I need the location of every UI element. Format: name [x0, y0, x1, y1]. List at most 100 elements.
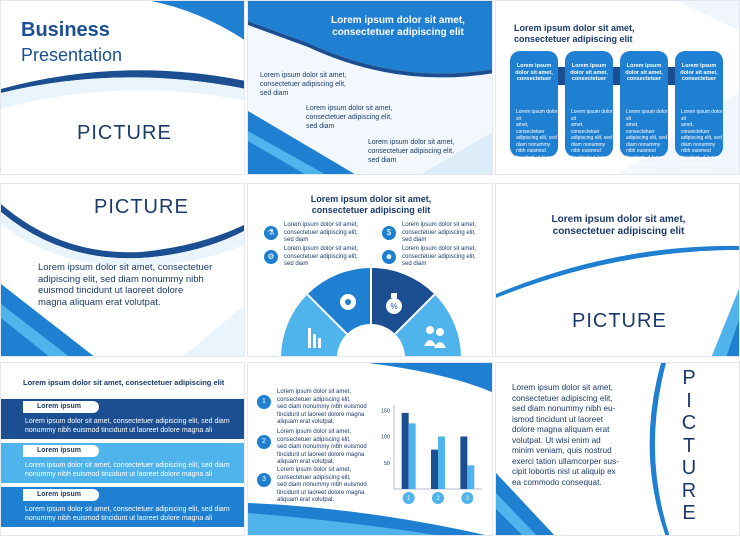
- number-badge-3: 3: [257, 473, 271, 487]
- bar: [408, 423, 416, 489]
- slide-1[interactable]: Business Presentation PICTURE: [0, 0, 245, 175]
- text-line: diam nonummy: [516, 141, 551, 148]
- text-line: Lorem ipsum dolor sit: [626, 109, 668, 122]
- band-text: Lorem ipsum dolor sit amet, consectetuer…: [25, 461, 241, 479]
- text-line: adipiscing elit, sed diam nonummy nibh: [38, 273, 204, 285]
- text-line: aliquam erat: [516, 167, 544, 174]
- text-line: nonummy nibh euismod tincidunt ut laoree…: [25, 427, 213, 434]
- text-line: dolor sit amet,: [680, 69, 718, 76]
- slide-1-picture-placeholder: PICTURE: [77, 122, 172, 144]
- text-line: nibh euismod: [681, 148, 711, 154]
- text-line: amet, consectetuer: [516, 122, 545, 135]
- y-tick-label: 100: [381, 435, 390, 441]
- slide-3-connector-band: [510, 67, 722, 85]
- text-line: Lorem ipsum dolor sit amet,: [277, 389, 352, 395]
- text-line: sed diam: [284, 237, 309, 243]
- text-line: consectetuer adipiscing elit,: [284, 253, 358, 260]
- chart-icon: [308, 328, 321, 348]
- text-line: diam nonummy: [571, 141, 606, 148]
- text-line: volutpat. Ut wisi enim ad: [512, 435, 601, 445]
- y-tick-label: 150: [381, 408, 390, 414]
- text-line: Lorem ipsum dolor sit amet,: [368, 139, 455, 146]
- text-line: sed diam: [260, 90, 289, 97]
- number-badge-1: 1: [257, 395, 271, 409]
- slide-9[interactable]: Lorem ipsum dolor sit amet, consectetuer…: [495, 362, 740, 536]
- band-text: Lorem ipsum dolor sit amet, consectetuer…: [25, 505, 241, 523]
- text-line: tincidunt ut laoreet dolore magna: [277, 489, 365, 496]
- bar: [467, 465, 475, 489]
- bar: [431, 449, 438, 489]
- slide-8[interactable]: 1 Lorem ipsum dolor sit amet,consectetue…: [247, 362, 493, 536]
- text-line: minim veniam, quis nostrud: [512, 446, 612, 455]
- slide-2-heading-line-1: Lorem ipsum dolor sit amet,: [331, 15, 465, 26]
- slide-5-item-1: Lorem ipsum dolor sit amet,consectetuer …: [284, 222, 380, 245]
- text-line: Lorem ipsum dolor sit amet,: [402, 222, 477, 228]
- letter: R: [681, 479, 697, 502]
- slide-5-item-4: Lorem ipsum dolor sit amet,consectetuer …: [402, 246, 492, 269]
- x-tick-badge: [461, 492, 474, 504]
- y-tick-label: 50: [384, 461, 390, 467]
- text-line: dolore magna: [571, 161, 602, 167]
- slide-9-body-text: Lorem ipsum dolor sit amet, consectetuer…: [512, 383, 652, 488]
- text-line: diam nonummy: [681, 141, 716, 148]
- slide-4-body-text: Lorem ipsum dolor sit amet, consectetuer…: [38, 262, 243, 308]
- text-line: amet, consectetuer: [626, 122, 655, 135]
- text-line: sed diam nonummy nibh eu-: [512, 404, 616, 413]
- text-line: consectetuer adipiscing elit,: [284, 229, 358, 236]
- text-line: sed diam: [402, 261, 427, 267]
- text-line: amet, consectetuer: [681, 122, 710, 135]
- text-line: sed diam nonummy nibh euismod: [277, 444, 367, 450]
- slide-4[interactable]: PICTURE Lorem ipsum dolor sit amet, cons…: [0, 183, 245, 357]
- slide-5-heading-line-1: Lorem ipsum dolor sit amet,: [310, 194, 432, 204]
- text-line: adipiscing elit, sed: [516, 135, 557, 141]
- text-line: dolore magna: [626, 161, 657, 167]
- team-icon: ☻: [382, 250, 396, 264]
- text-line: aliquam erat: [626, 167, 654, 174]
- bar: [401, 412, 409, 489]
- text-line: aliquam erat: [571, 167, 599, 174]
- text-line: sed diam: [402, 237, 427, 243]
- slide-3-heading-line-1: Lorem ipsum dolor sit amet,: [514, 23, 635, 33]
- text-line: tincidunt ut laoreet: [626, 154, 667, 161]
- text-line: consectetuer adipiscing elit,: [306, 114, 392, 121]
- slide-4-background: [1, 184, 244, 356]
- text-line: cipit lobortis nisl ut aliquip ex: [512, 467, 616, 476]
- text-line: sed diam: [368, 157, 397, 164]
- slide-1-subtitle: Presentation: [21, 45, 123, 65]
- x-tick-badge: [432, 492, 444, 504]
- slide-5-item-3: Lorem ipsum dolor sit amet,consectetuer …: [284, 246, 380, 269]
- slide-5-item-2: Lorem ipsum dolor sit amet,consectetuer …: [402, 222, 492, 245]
- slide-3[interactable]: Lorem ipsum dolor sit amet, consectetuer…: [495, 0, 740, 175]
- slide-6-picture-placeholder: PICTURE: [572, 310, 667, 332]
- slide-5[interactable]: Lorem ipsum dolor sit amet, consectetuer…: [247, 183, 493, 357]
- slide-7[interactable]: Lorem ipsum dolor sit amet, consectetuer…: [0, 362, 245, 536]
- text-line: Lorem ipsum dolor sit amet,: [402, 246, 477, 252]
- text-line: Lorem ipsum: [571, 63, 607, 69]
- slide-2-text-block-1: Lorem ipsum dolor sit amet, consectetuer…: [260, 71, 370, 98]
- text-line: aliquam erat volutpat.: [277, 459, 335, 465]
- slide-5-semicircle-diagram: %: [281, 268, 461, 356]
- slide-8-item-3: Lorem ipsum dolor sit amet,consectetuer …: [277, 467, 387, 505]
- text-line: Lorem ipsum dolor sit: [681, 109, 723, 122]
- slide-7-heading: Lorem ipsum dolor sit amet, consectetuer…: [23, 378, 225, 387]
- text-line: Lorem ipsum dolor sit amet,: [306, 105, 393, 112]
- text-line: dolore magna: [681, 161, 712, 167]
- text-line: nibh euismod: [516, 148, 546, 154]
- x-tick-badge: [402, 492, 415, 504]
- slide-2[interactable]: Lorem ipsum dolor sit amet, consectetuer…: [247, 0, 493, 175]
- text-line: aliquam erat volutpat.: [277, 497, 335, 503]
- slide-6[interactable]: Lorem ipsum dolor sit amet, consectetuer…: [495, 183, 740, 357]
- text-line: dolor sit amet,: [570, 69, 608, 76]
- text-line: aliquam erat: [681, 167, 709, 174]
- text-line: consectetuer adipiscing elit,: [277, 474, 351, 481]
- slide-9-picture-vertical: P I C T U R E: [679, 367, 699, 525]
- text-line: tincidunt ut laoreet: [516, 154, 557, 161]
- text-line: sed diam nonummy nibh euismod: [277, 404, 367, 410]
- slide-6-heading-line-1: Lorem ipsum dolor sit amet,: [551, 214, 686, 225]
